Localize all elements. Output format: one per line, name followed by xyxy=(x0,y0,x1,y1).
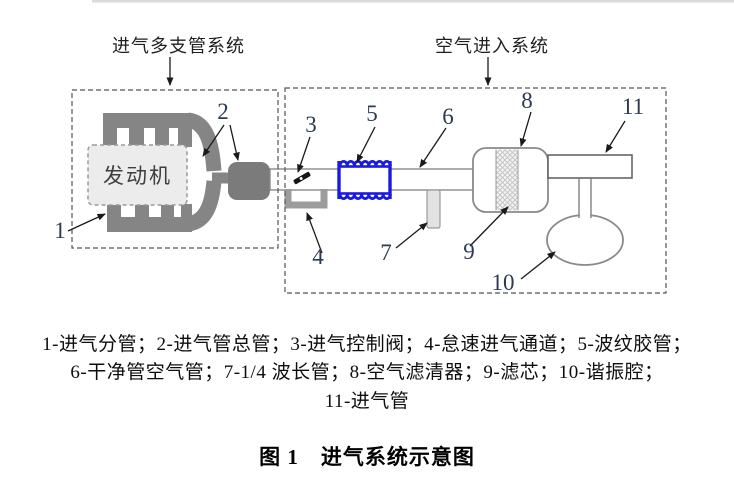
engine-label: 发动机 xyxy=(103,164,172,188)
arrow-part-10 xyxy=(520,251,556,280)
resonator-shape xyxy=(546,178,624,266)
callout-4: 4 xyxy=(312,244,324,269)
manifold-system-box xyxy=(71,89,279,249)
engine-block xyxy=(87,144,188,206)
callout-3: 3 xyxy=(305,112,317,137)
legend-line-2: 6-干净管空气管；7-1/4 波长管；8-空气滤清器；9-滤芯；10-谐振腔； xyxy=(70,362,664,383)
callout-5: 5 xyxy=(366,101,378,126)
label-intake-manifold-system: 进气多支管系统 xyxy=(112,36,245,56)
arrow-part-7 xyxy=(395,222,428,249)
intake-pipe-shape xyxy=(547,154,633,179)
callout-1: 1 xyxy=(54,218,66,243)
callout-2: 2 xyxy=(217,99,229,124)
legend-line-1: 1-进气分管；2-进气管总管；3-进气控制阀；4-怠速进气通道；5-波纹胶管； xyxy=(42,334,692,355)
arrow-part-5 xyxy=(356,126,376,163)
scan-artifact-line xyxy=(92,0,734,3)
corrugated-hose-shape xyxy=(337,160,392,200)
arrow-part-2b xyxy=(229,124,240,161)
callout-6: 6 xyxy=(442,104,454,129)
arrow-part-1 xyxy=(67,213,106,232)
leader-arrows xyxy=(67,57,626,280)
arrow-part-3 xyxy=(297,136,311,173)
arrow-part-11 xyxy=(605,120,626,153)
figure-title: 图 1 进气系统示意图 xyxy=(259,445,475,469)
legend-line-3: 11-进气管 xyxy=(324,391,410,412)
callout-8: 8 xyxy=(521,88,533,113)
arrow-part-9 xyxy=(469,206,509,247)
callout-7: 7 xyxy=(380,240,392,265)
label-air-entry-system: 空气进入系统 xyxy=(435,36,549,56)
idle-air-channel-shape xyxy=(284,189,328,209)
quarter-wave-tube-shape xyxy=(426,189,441,229)
intake-manifold-shape xyxy=(103,112,270,232)
arrow-part-8 xyxy=(519,111,532,147)
callout-11: 11 xyxy=(621,94,645,119)
intake-control-valve-shape xyxy=(293,171,311,185)
air-entry-system-box xyxy=(284,87,667,294)
arrow-part-2a xyxy=(202,124,225,157)
air-filter-shape xyxy=(472,147,549,213)
arrow-part-6 xyxy=(419,127,447,168)
callout-9: 9 xyxy=(463,239,475,264)
arrow-part-4 xyxy=(306,212,323,254)
callout-10: 10 xyxy=(491,270,515,295)
intake-main-pipe-shape xyxy=(228,162,270,200)
